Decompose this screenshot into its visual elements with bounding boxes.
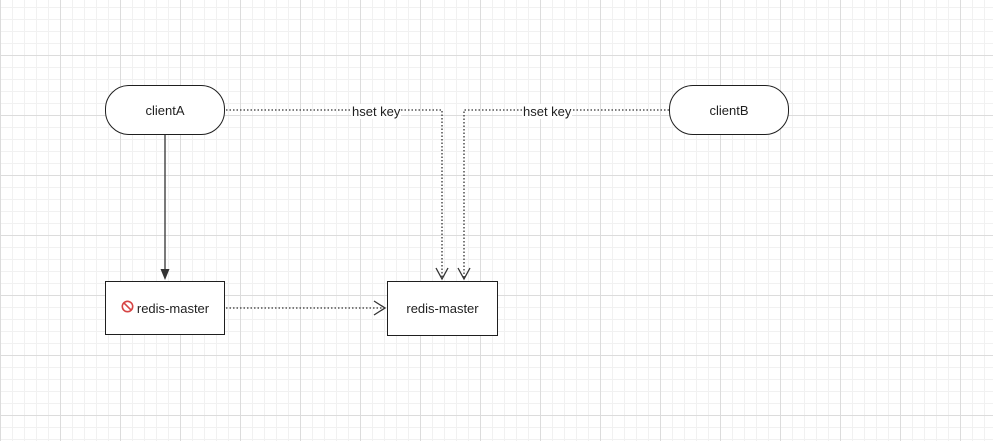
node-old-redis-master[interactable]: redis-master — [105, 281, 225, 335]
blocked-icon — [121, 300, 134, 316]
node-client-b-label: clientB — [709, 102, 749, 118]
node-client-b[interactable]: clientB — [669, 85, 789, 135]
edge-label-client-a-hset-key: hset key — [351, 104, 402, 119]
node-new-redis-master-label: redis-master — [406, 301, 479, 316]
node-old-redis-master-label: redis-master — [136, 300, 210, 316]
node-new-redis-master[interactable]: redis-master — [387, 281, 498, 336]
edge-client-a-to-new-master — [226, 109, 449, 281]
edge-client-a-to-old-master — [160, 135, 170, 280]
edge-client-b-to-new-master — [457, 109, 669, 281]
edge-label-client-b-hset-key: hset key — [522, 104, 573, 119]
edge-old-master-to-new-master — [226, 300, 387, 316]
node-client-a[interactable]: clientA — [105, 85, 225, 135]
node-client-a-label: clientA — [145, 102, 185, 118]
